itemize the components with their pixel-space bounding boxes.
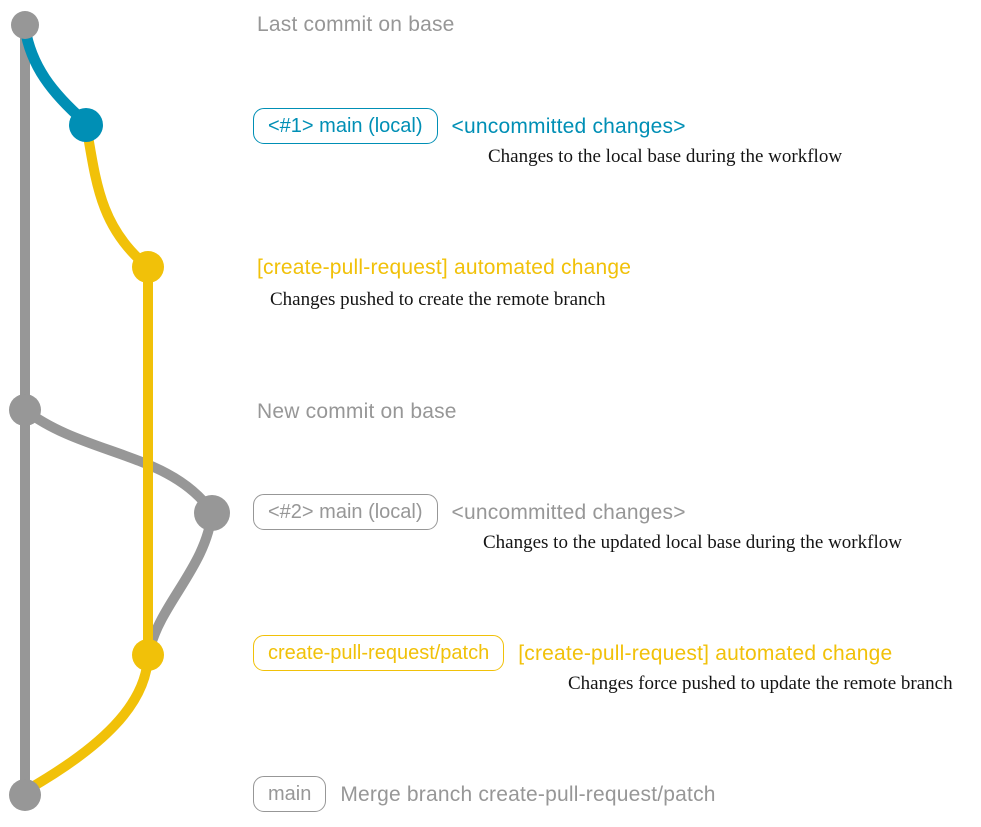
branch-badge-main: main (253, 776, 327, 812)
commit-row-uncommitted-1: <#1> main (local) <uncommitted changes> … (253, 108, 842, 168)
commit-message: <uncommitted changes> (451, 114, 686, 138)
branch-badge-main-local-1: <#1> main (local) (253, 108, 438, 144)
commit-annotation: Changes to the local base during the wor… (488, 146, 843, 167)
commit-annotation: Changes to the updated local base during… (483, 532, 902, 553)
base-update-curve (20, 405, 218, 653)
commit-node-automated-2 (132, 639, 164, 671)
uncommitted-branch-curve (19, 22, 91, 128)
commit-annotation: Changes force pushed to update the remot… (568, 673, 953, 694)
commit-message: <uncommitted changes> (451, 500, 686, 524)
commit-node-uncommitted-2 (194, 495, 230, 531)
commit-message: [create-pull-request] automated change (518, 641, 893, 665)
commit-message: New commit on base (257, 400, 457, 423)
commit-row-automated-1: [create-pull-request] automated change C… (257, 255, 631, 311)
commit-node-new-base (9, 394, 41, 426)
commit-row-automated-2: create-pull-request/patch [create-pull-r… (253, 635, 953, 695)
commit-row-last-base: Last commit on base (257, 12, 455, 37)
commit-node-last-base (11, 11, 39, 39)
commit-node-uncommitted-1 (69, 108, 103, 142)
commit-message: [create-pull-request] automated change (257, 256, 632, 279)
branch-badge-patch: create-pull-request/patch (253, 635, 505, 671)
commit-message: Last commit on base (257, 13, 455, 36)
commit-node-merge (9, 779, 41, 811)
commit-node-automated-1 (132, 251, 164, 283)
branch-badge-main-local-2: <#2> main (local) (253, 494, 438, 530)
commit-annotation: Changes pushed to create the remote bran… (270, 289, 606, 310)
git-graph (9, 11, 230, 811)
commit-row-new-base: New commit on base (257, 399, 457, 424)
commit-row-merge: main Merge branch create-pull-request/pa… (253, 776, 716, 812)
commit-row-uncommitted-2: <#2> main (local) <uncommitted changes> … (253, 494, 902, 554)
commit-message: Merge branch create-pull-request/patch (340, 782, 716, 806)
